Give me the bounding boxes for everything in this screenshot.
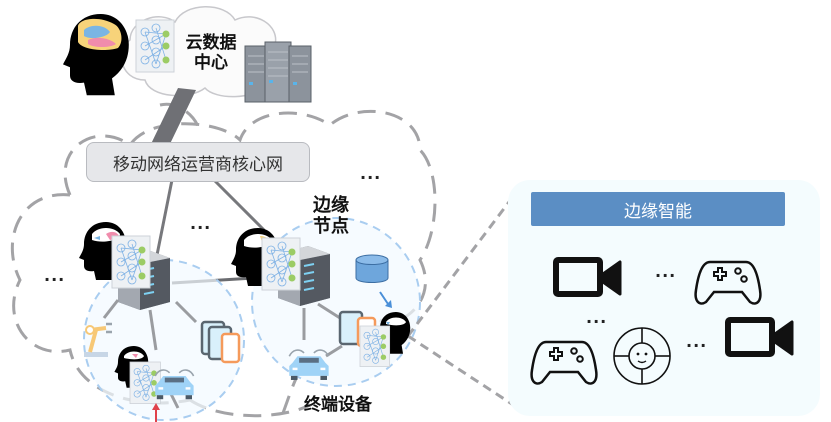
device-ai-head-icon <box>376 312 411 354</box>
upload-arrow-head <box>152 403 160 410</box>
core-network-label: 移动网络运营商核心网 <box>113 154 283 175</box>
video-camera-icon <box>728 320 792 354</box>
face-recognition-icon <box>613 327 671 385</box>
video-camera-icon <box>556 260 620 294</box>
cloud-server-rack-icon <box>244 41 312 103</box>
cloud-ai-head-icon <box>63 14 129 96</box>
edge-node-label-line1: 边缘 <box>313 195 349 216</box>
callout-line-bottom <box>407 334 519 410</box>
terminal-ai-head-icon <box>114 346 149 388</box>
edge-node-label-line2: 节点 <box>313 215 349 237</box>
ellipsis-core-right: ··· <box>360 168 382 187</box>
edge-intelligence-title-text: 边缘智能 <box>624 201 692 222</box>
ellipsis-left: ··· <box>44 270 66 289</box>
database-arrow-head <box>385 300 392 308</box>
database-arrow <box>379 291 389 305</box>
database-icon <box>355 254 389 283</box>
ellipsis-between-edges: ··· <box>190 218 212 237</box>
ellipsis-panel-1: ··· <box>655 266 677 285</box>
core-network-box: 移动网络运营商核心网 <box>86 142 310 182</box>
core-to-edge-link-2 <box>212 178 266 232</box>
edge-intelligence-title: 边缘智能 <box>531 192 785 226</box>
terminal-devices-label: 终端设备 <box>304 395 372 415</box>
gamepad-icon <box>694 260 762 305</box>
callout-line-top <box>406 189 520 337</box>
cloud-data-center-label-line2: 中心 <box>194 52 228 73</box>
gamepad-icon <box>530 340 598 385</box>
cloud-to-core-link <box>150 88 196 148</box>
edge-node-label: 边缘 节点 <box>313 195 353 237</box>
cloud-data-center-label-line1: 云数据 <box>185 33 237 53</box>
ellipsis-panel-3: ··· <box>686 336 708 355</box>
cloud-data-center-label: 云数据 中心 <box>180 33 242 73</box>
ellipsis-panel-2: ··· <box>586 312 608 331</box>
robot-arm-icon <box>84 322 112 357</box>
